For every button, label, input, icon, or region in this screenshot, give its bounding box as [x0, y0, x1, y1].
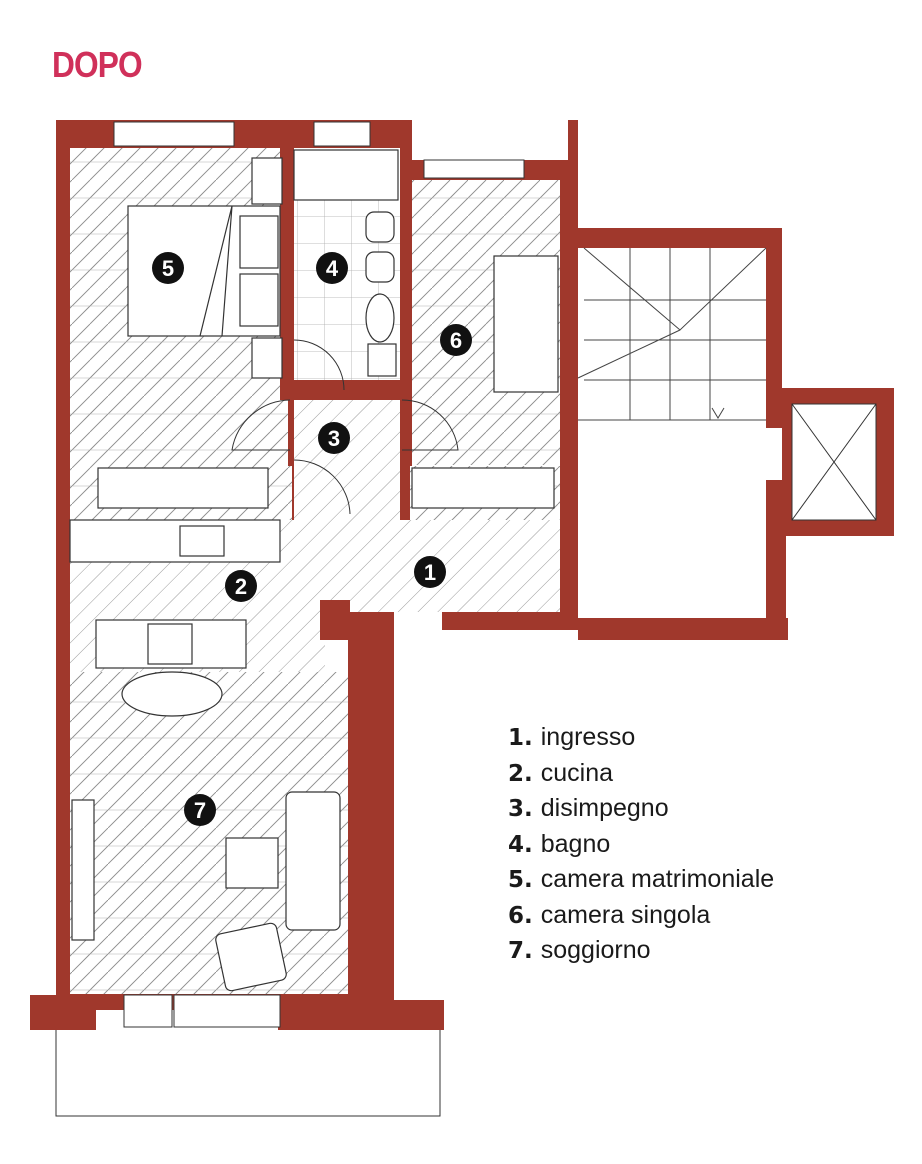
room-marker-6-circle: [440, 324, 472, 356]
kitchen-counter: [69, 519, 281, 563]
room-marker-4: 4: [326, 256, 339, 281]
wardrobe-6: [411, 467, 555, 509]
room-marker-2-circle: [225, 570, 257, 602]
cooktop: [147, 623, 193, 665]
staircase: [577, 247, 767, 421]
sofa: [285, 791, 341, 931]
windows: [113, 121, 525, 1028]
legend-label: cucina: [540, 758, 614, 787]
bed-pillow-1: [239, 215, 279, 269]
window-living-2: [123, 994, 173, 1028]
armchair: [215, 922, 287, 992]
wall-bath-hall: [280, 380, 410, 400]
bidet: [365, 251, 395, 283]
dining-table: [121, 671, 223, 717]
legend-label: ingresso: [540, 723, 636, 751]
balcony-outline: [55, 1030, 441, 1117]
window-living: [173, 994, 281, 1028]
room-markers: 1 2 3 4 5 6 7: [152, 252, 472, 826]
legend-item: 7. soggiorno: [508, 933, 774, 969]
stair-area: [578, 248, 766, 618]
room-marker-1: 1: [424, 560, 436, 585]
wall-bed-bath: [280, 148, 294, 398]
legend-number: 6.: [508, 902, 533, 929]
washer: [367, 343, 397, 377]
coffee-table: [225, 837, 279, 889]
legend-number: 4.: [508, 831, 533, 858]
stair-wall-bottom: [578, 618, 788, 640]
tv-cabinet: [71, 799, 95, 941]
bed-pillow-2: [239, 273, 279, 327]
legend-label: soggiorno: [540, 936, 651, 964]
doors: [231, 339, 459, 515]
legend-item: 3. disimpegno: [508, 791, 774, 827]
shower: [293, 149, 399, 201]
toilet: [365, 211, 395, 243]
room-marker-6: 6: [450, 328, 462, 353]
window-bathroom: [313, 121, 371, 147]
wall-kitchen-living: [320, 600, 350, 640]
stair-wall-top: [568, 228, 782, 248]
plan-title: DOPO: [52, 44, 143, 85]
furniture: [69, 149, 559, 992]
room-marker-7-circle: [184, 794, 216, 826]
kitchen-sink: [179, 525, 225, 557]
legend-number: 7.: [508, 938, 533, 964]
legend-item: 5. camera matrimoniale: [508, 862, 774, 898]
room-marker-1-circle: [414, 556, 446, 588]
legend-number: 1.: [508, 725, 533, 751]
stair-wall-right: [766, 228, 782, 428]
legend-item: 1. ingresso: [508, 720, 774, 756]
bed-single: [493, 255, 559, 393]
window-bedroom-6: [423, 159, 525, 179]
sink-bath: [365, 293, 395, 343]
legend-number: 5.: [508, 867, 533, 893]
wardrobe-5: [97, 467, 269, 509]
window-bedroom-5: [113, 121, 235, 147]
legend-label: camera singola: [540, 900, 711, 929]
legend-label: camera matrimoniale: [540, 865, 775, 893]
room-marker-5: 5: [162, 256, 174, 281]
legend-label: bagno: [540, 829, 611, 858]
room-marker-2: 2: [235, 574, 247, 599]
room-legend: 1. ingresso 2. cucina 3. disimpegno 4. bagno…: [508, 720, 774, 969]
room-marker-5-circle: [152, 252, 184, 284]
wall-bath-bed6: [400, 148, 412, 466]
nightstand-1: [251, 157, 283, 205]
elevator-cross: [791, 403, 877, 521]
legend-item: 6. camera singola: [508, 898, 774, 934]
room-marker-3: 3: [328, 426, 340, 451]
room-marker-4-circle: [316, 252, 348, 284]
legend-item: 2. cucina: [508, 756, 774, 792]
elevator-pillar: [766, 480, 786, 638]
room-marker-3-circle: [318, 422, 350, 454]
legend-number: 3.: [508, 796, 533, 822]
nightstand-2: [251, 337, 283, 379]
room-marker-7: 7: [194, 798, 206, 823]
legend-label: disimpegno: [540, 794, 669, 822]
legend-number: 2.: [508, 760, 533, 787]
legend-item: 4. bagno: [508, 827, 774, 863]
